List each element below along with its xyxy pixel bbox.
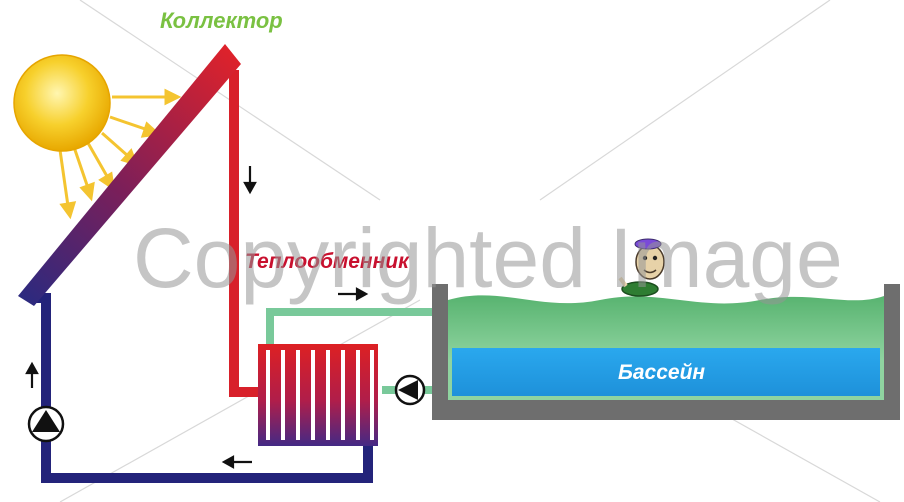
heat-exchanger [258, 344, 378, 446]
pool-walls [432, 284, 900, 420]
flow-arrows [25, 166, 369, 469]
heat-exchanger-label: Теплообменник [245, 250, 409, 273]
swimmer-figure [618, 238, 665, 297]
solar-collector-panel [18, 44, 241, 306]
hot-supply-pipe [229, 70, 262, 397]
pool-loop-pump-icon [394, 374, 426, 406]
sun-icon [13, 54, 111, 152]
collector-label: Коллектор [160, 8, 283, 33]
pool-water-deep [452, 348, 880, 396]
collector-loop-pump-icon [27, 405, 65, 443]
copyright-watermark: Copyrighted Image [133, 211, 843, 305]
pool-label: Бассейн [618, 361, 706, 384]
